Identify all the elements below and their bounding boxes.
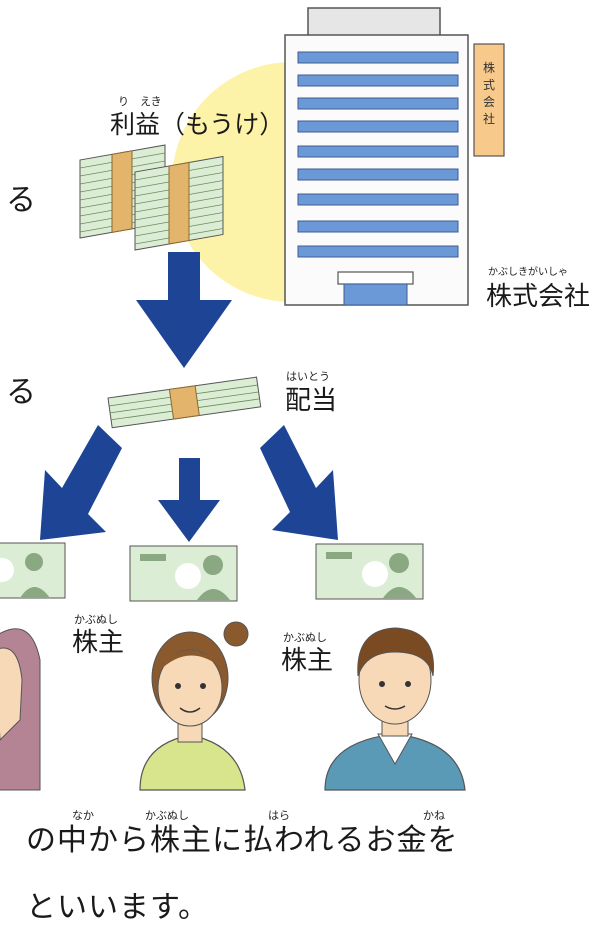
dividend-bundle-icon xyxy=(107,376,262,429)
arrow-down-right-icon xyxy=(260,425,338,540)
money-stack-icon xyxy=(79,144,224,251)
company-label: 株式会社 xyxy=(486,282,591,312)
shareholder-left-avatar xyxy=(0,628,41,791)
profit-ruby: り えき xyxy=(118,95,162,108)
ruby-hara: はら xyxy=(268,809,290,822)
arrow-down-left-icon xyxy=(40,425,122,540)
ruby-kane: かね xyxy=(423,809,445,822)
company-sign-board xyxy=(473,43,505,157)
sign-char: 株 xyxy=(482,61,495,75)
sign-char: 社 xyxy=(482,112,495,126)
shareholder-ruby: かぶぬし xyxy=(283,631,327,644)
company-ruby: かぶしきがいしゃ xyxy=(488,267,568,278)
profit-label: 利益（もうけ） xyxy=(110,110,285,139)
shareholder-label: 株主 xyxy=(72,628,125,658)
ruby-kabunushi: かぶぬし xyxy=(145,809,189,822)
sun-glow xyxy=(172,62,300,302)
arrow-down-icon xyxy=(158,458,220,542)
dividend-ruby: はいとう xyxy=(286,370,330,383)
shareholder-woman-avatar xyxy=(139,621,249,791)
company-sign: 株 式 会 社 xyxy=(474,60,504,128)
bill-icon xyxy=(0,542,66,599)
sign-char: 会 xyxy=(482,95,495,109)
ruby-naka: なか xyxy=(72,809,94,822)
bottom-text-line1: の中から株主に払われるお金を xyxy=(26,823,459,858)
company-building-icon xyxy=(284,7,505,306)
shareholder-man-avatar xyxy=(324,627,466,791)
bill-icon xyxy=(129,545,238,602)
shareholder-label: 株主 xyxy=(281,646,334,676)
text-fragment: る xyxy=(6,375,36,410)
dividend-label: 配当 xyxy=(285,386,338,416)
bill-icon xyxy=(315,543,424,600)
sign-char: 式 xyxy=(482,78,495,92)
arrow-down-icon xyxy=(136,252,232,368)
shareholder-ruby: かぶぬし xyxy=(74,613,118,626)
bottom-text-line2: といいます。 xyxy=(26,890,209,925)
text-fragment: る xyxy=(6,183,36,218)
